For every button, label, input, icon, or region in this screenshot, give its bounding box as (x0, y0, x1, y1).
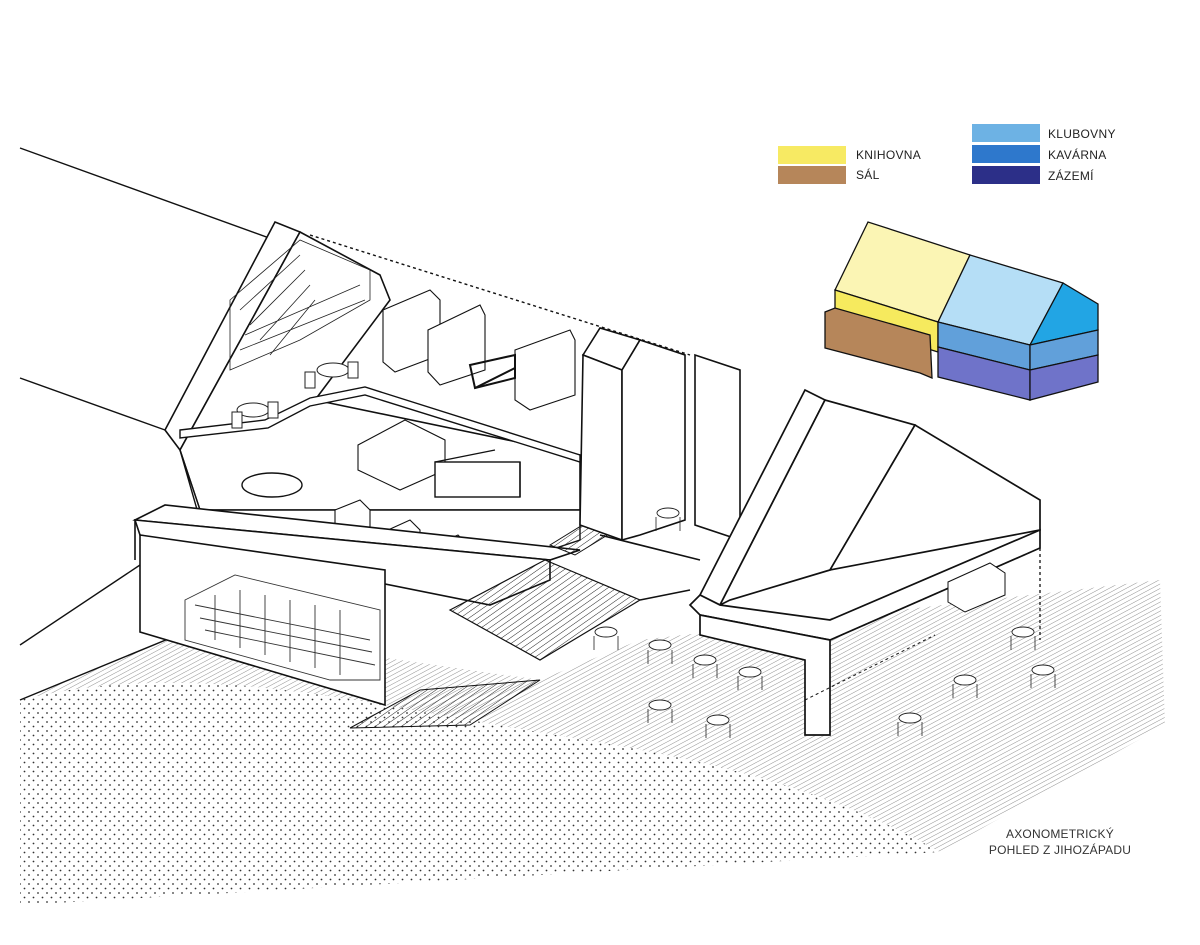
legend-swatch-klubovny (972, 124, 1040, 142)
clubroom-volume (688, 388, 1041, 736)
caption-line-2: POHLED Z JIHOZÁPADU (988, 843, 1132, 857)
dotted-ground (20, 682, 940, 905)
library-upper-slab (179, 386, 581, 463)
upper-slope-bookshelves (229, 239, 371, 371)
auditorium-seating (184, 574, 381, 681)
legend-swatch-kavarna (972, 145, 1040, 163)
mass-zazemi-side (1029, 354, 1099, 401)
legend-swatch-zazemi (972, 166, 1040, 184)
library-shelving-units (357, 289, 576, 491)
stair-tower (579, 327, 686, 542)
upper-reading-tables (231, 361, 359, 429)
mass-model (824, 221, 1099, 401)
legend-swatch-knihovna (778, 146, 846, 164)
caption-line-1: AXONOMETRICKÝ (1006, 827, 1114, 841)
cafe-tables (594, 507, 1055, 726)
legend-label-sal: SÁL (856, 168, 880, 182)
mass-sal (824, 307, 933, 379)
legend-label-klubovny: KLUBOVNY (1048, 127, 1116, 141)
clubroom-sofa (947, 562, 1006, 613)
lower-stairs (349, 679, 541, 729)
view-caption: AXONOMETRICKÝ POHLED Z JIHOZÁPADU (960, 826, 1160, 858)
legend-label-zazemi: ZÁZEMÍ (1048, 169, 1094, 183)
auditorium-box (132, 504, 581, 707)
legend-label-kavarna: KAVÁRNA (1048, 148, 1107, 162)
legend-label-knihovna: KNIHOVNA (856, 148, 922, 162)
stair-opening (468, 353, 516, 390)
cafe-chairs (593, 517, 1056, 738)
legend-swatch-sal (778, 166, 846, 184)
